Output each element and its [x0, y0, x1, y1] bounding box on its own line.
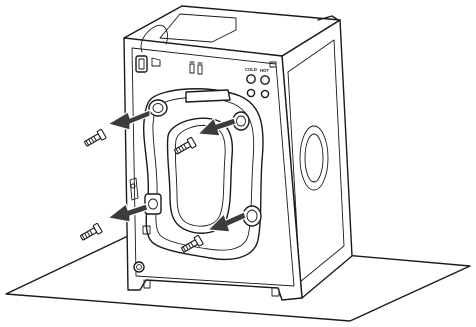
bolt-socket-bottom-left: [145, 194, 161, 214]
bolt-socket-top-left: [149, 100, 167, 116]
bolt-icon-bottom-left: [79, 223, 102, 242]
cold-label: COLD: [245, 67, 257, 72]
hot-valve-icon: [261, 76, 269, 84]
hot-port-icon: [261, 90, 268, 97]
hose-connector: [136, 56, 147, 72]
washer-rear-panel: [124, 38, 302, 300]
cold-port-icon: [247, 89, 254, 96]
cold-valve-icon: [247, 75, 255, 83]
top-handle-slot: [186, 90, 230, 102]
bolt-icon-top-left: [83, 129, 106, 148]
drain-cap-icon: [134, 262, 144, 272]
hot-label: HOT: [260, 68, 269, 73]
